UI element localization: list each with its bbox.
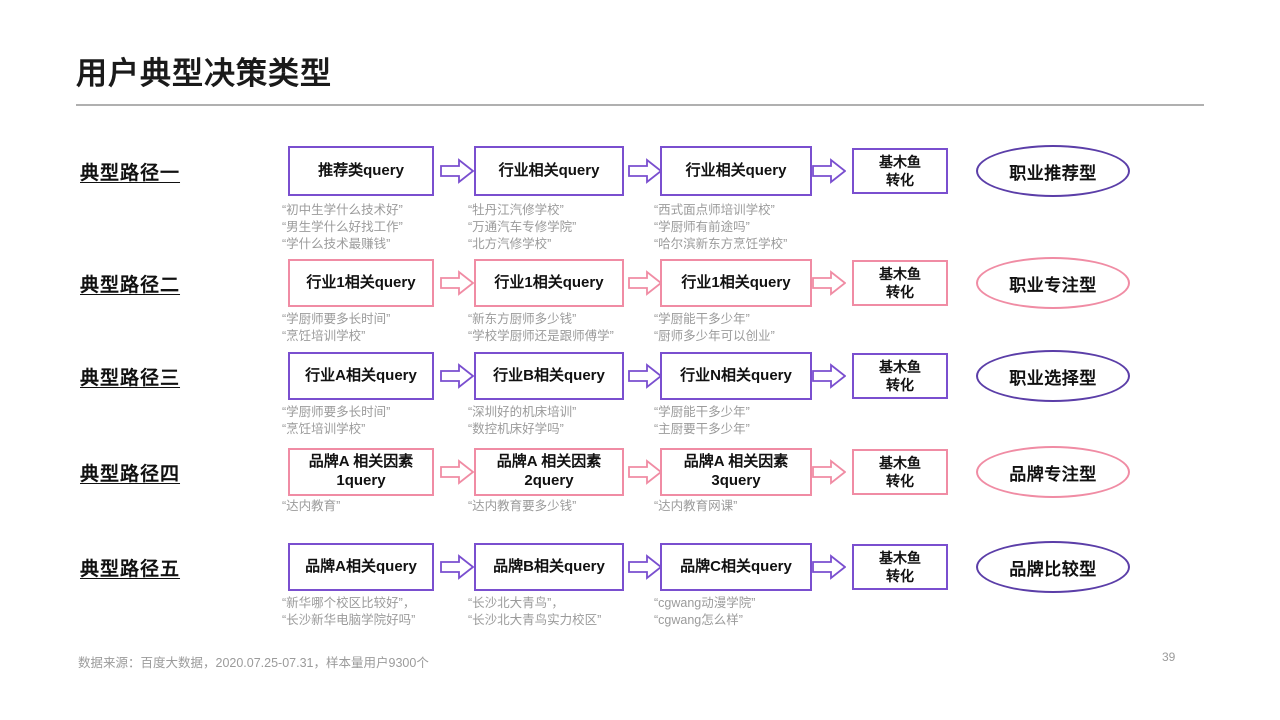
stage-example-queries: “学厨师要多长时间” “烹饪培训学校”: [282, 312, 391, 343]
right-block-arrow-icon: [628, 363, 662, 389]
stage-box[interactable]: 品牌A相关query: [288, 543, 434, 591]
stage-example-queries: “牡丹江汽修学校” “万通汽车专修学院” “北方汽修学校”: [468, 203, 577, 251]
right-block-arrow-icon: [440, 554, 474, 580]
stage-box[interactable]: 行业A相关query: [288, 352, 434, 400]
conversion-box[interactable]: 基木鱼 转化: [852, 260, 948, 306]
stage-box[interactable]: 行业B相关query: [474, 352, 624, 400]
conversion-box[interactable]: 基木鱼 转化: [852, 449, 948, 495]
stage-box[interactable]: 行业1相关query: [288, 259, 434, 307]
conversion-box[interactable]: 基木鱼 转化: [852, 148, 948, 194]
right-block-arrow-icon: [440, 270, 474, 296]
decision-type-ellipse[interactable]: 职业选择型: [976, 350, 1130, 402]
path-row-label: 典型路径五: [80, 559, 181, 580]
decision-type-ellipse[interactable]: 品牌比较型: [976, 541, 1130, 593]
stage-box[interactable]: 行业N相关query: [660, 352, 812, 400]
stage-box[interactable]: 行业相关query: [660, 146, 812, 196]
right-block-arrow-icon: [440, 459, 474, 485]
path-row: 典型路径五 品牌A相关query “新华哪个校区比较好”， “长沙新华电脑学院好吗”…: [0, 0, 1280, 627]
stage-box[interactable]: 品牌A 相关因素 3query: [660, 448, 812, 496]
stage-box[interactable]: 行业相关query: [474, 146, 624, 196]
decision-type-ellipse[interactable]: 职业专注型: [976, 257, 1130, 309]
stage-example-queries: “长沙北大青鸟”， “长沙北大青鸟实力校区”: [468, 596, 602, 627]
page-number: 39: [1162, 650, 1176, 664]
right-block-arrow-icon: [628, 554, 662, 580]
stage-example-queries: “达内教育”: [282, 499, 341, 513]
path-row: 典型路径一 推荐类query “初中生学什么技术好” “男生学什么好找工作” “学什…: [0, 0, 1280, 251]
stage-example-queries: “深圳好的机床培训” “数控机床好学吗”: [468, 405, 577, 436]
right-block-arrow-icon: [440, 158, 474, 184]
conversion-box[interactable]: 基木鱼 转化: [852, 353, 948, 399]
path-row: 典型路径三 行业A相关query “学厨师要多长时间” “烹饪培训学校” 行业B相关q…: [0, 0, 1280, 436]
conversion-box[interactable]: 基木鱼 转化: [852, 544, 948, 590]
right-block-arrow-icon: [812, 554, 846, 580]
stage-box[interactable]: 品牌C相关query: [660, 543, 812, 591]
stage-example-queries: “初中生学什么技术好” “男生学什么好找工作” “学什么技术最赚钱”: [282, 203, 403, 251]
stage-box[interactable]: 品牌A 相关因素 2query: [474, 448, 624, 496]
stage-box[interactable]: 行业1相关query: [660, 259, 812, 307]
stage-example-queries: “cgwang动漫学院” “cgwang怎么样”: [654, 596, 756, 627]
right-block-arrow-icon: [440, 363, 474, 389]
right-block-arrow-icon: [628, 459, 662, 485]
data-source-note: 数据来源：百度大数据，2020.07.25-07.31，样本量用户9300个: [78, 656, 429, 670]
right-block-arrow-icon: [812, 459, 846, 485]
stage-box[interactable]: 行业1相关query: [474, 259, 624, 307]
right-block-arrow-icon: [628, 158, 662, 184]
stage-example-queries: “西式面点师培训学校” “学厨师有前途吗” “哈尔滨新东方烹饪学校”: [654, 203, 788, 251]
decision-type-ellipse[interactable]: 品牌专注型: [976, 446, 1130, 498]
path-row: 典型路径四 品牌A 相关因素 1query “达内教育” 品牌A 相关因素 2quer…: [0, 0, 1280, 513]
stage-example-queries: “新东方厨师多少钱” “学校学厨师还是跟师傅学”: [468, 312, 614, 343]
path-row-label: 典型路径二: [80, 275, 181, 296]
stage-example-queries: “学厨能干多少年” “厨师多少年可以创业”: [654, 312, 775, 343]
page-title: 用户典型决策类型: [76, 56, 332, 91]
right-block-arrow-icon: [628, 270, 662, 296]
stage-example-queries: “学厨师要多长时间” “烹饪培训学校”: [282, 405, 391, 436]
stage-box[interactable]: 品牌B相关query: [474, 543, 624, 591]
path-row-label: 典型路径一: [80, 163, 181, 184]
path-row: 典型路径二 行业1相关query “学厨师要多长时间” “烹饪培训学校” 行业1相关q…: [0, 0, 1280, 343]
title-divider: [76, 104, 1204, 106]
right-block-arrow-icon: [812, 270, 846, 296]
path-row-label: 典型路径三: [80, 368, 181, 389]
path-row-label: 典型路径四: [80, 464, 181, 485]
right-block-arrow-icon: [812, 363, 846, 389]
stage-box[interactable]: 品牌A 相关因素 1query: [288, 448, 434, 496]
stage-box[interactable]: 推荐类query: [288, 146, 434, 196]
right-block-arrow-icon: [812, 158, 846, 184]
stage-example-queries: “达内教育网课”: [654, 499, 738, 513]
decision-type-ellipse[interactable]: 职业推荐型: [976, 145, 1130, 197]
stage-example-queries: “达内教育要多少钱”: [468, 499, 577, 513]
stage-example-queries: “学厨能干多少年” “主厨要干多少年”: [654, 405, 750, 436]
stage-example-queries: “新华哪个校区比较好”， “长沙新华电脑学院好吗”: [282, 596, 416, 627]
